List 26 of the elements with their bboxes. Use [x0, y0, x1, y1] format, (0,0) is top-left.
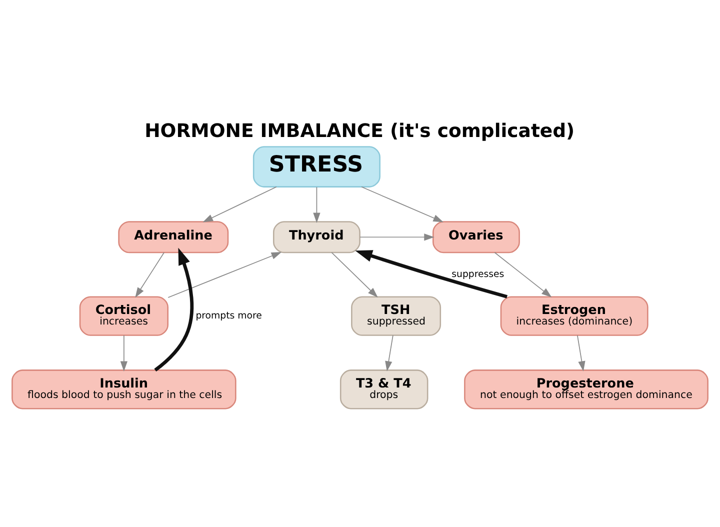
edge-label: suppresses: [452, 268, 504, 280]
node-box: Ovaries: [432, 220, 520, 253]
node-box: TSH suppressed: [351, 296, 442, 336]
node-box: Progesterone not enough to offset estrogen dominance: [464, 369, 708, 409]
node-box: Adrenaline: [118, 220, 229, 253]
arrow: [361, 186, 444, 222]
arrow: [202, 186, 277, 222]
arrow: [168, 252, 282, 298]
node-box: Insulin floods blood to push sugar in the cells: [12, 369, 236, 409]
arrow: [494, 252, 552, 297]
arrow: [313, 186, 320, 223]
node-box: Estrogen increases (dominance): [500, 296, 648, 336]
diagram-title: HORMONE IMBALANCE (it's complicated): [144, 120, 575, 142]
node-box: T3 & T4 drops: [340, 369, 428, 409]
arrow: [135, 252, 165, 298]
arrow: [576, 334, 586, 371]
arrow: [360, 233, 434, 240]
node-box: Cortisol increases: [79, 296, 168, 336]
arrow: [120, 334, 128, 371]
edge-label: prompts more: [196, 310, 262, 321]
node-box: Thyroid: [273, 220, 360, 253]
arrow: [331, 252, 378, 298]
node-box: STRESS: [252, 146, 380, 187]
arrow: [154, 247, 194, 372]
arrow: [355, 250, 508, 298]
arrow: [385, 334, 394, 371]
